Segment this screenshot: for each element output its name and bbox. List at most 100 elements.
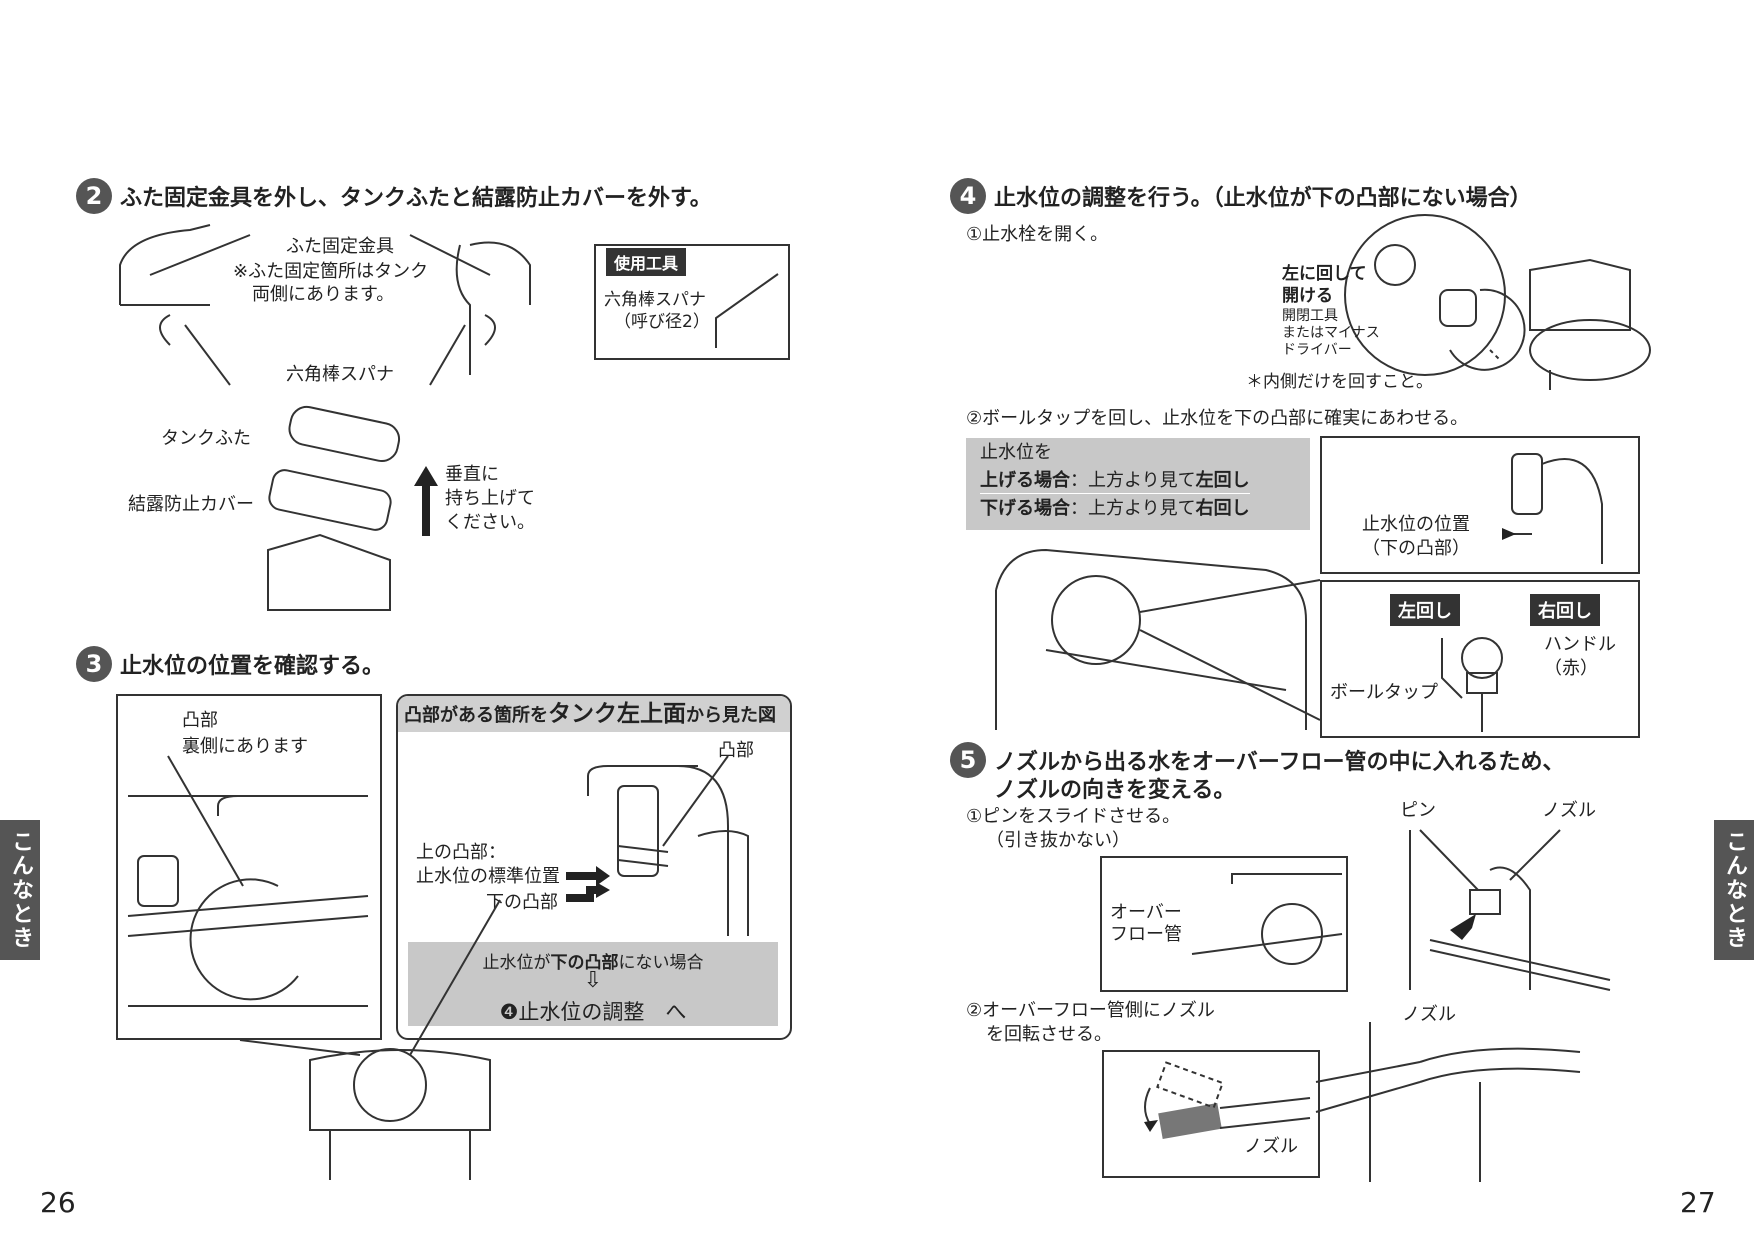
label-nozzle-top: ノズル — [1542, 800, 1596, 821]
up-arrow-icon — [414, 466, 438, 536]
step2-number: 2 — [76, 178, 112, 214]
step5-title-line2: ノズルの向きを変える。 — [994, 778, 1236, 803]
bump-arrows-icon — [566, 866, 610, 902]
label-tool-2: またはマイナス — [1282, 325, 1380, 341]
label-position-2: （下の凸部） — [1362, 538, 1470, 559]
label-ball-tap: ボールタップ — [1330, 682, 1438, 703]
tank-open-illustration — [995, 548, 1321, 730]
view-box-header: 凸部がある箇所をタンク左上面から見た図 — [398, 696, 790, 732]
condition-text-b: 下の凸部 — [550, 953, 619, 973]
ball-tap-closeup-illustration — [587, 755, 749, 936]
handle-illustration — [1441, 637, 1503, 732]
step3-title: 3 止水位の位置を確認する。 — [76, 646, 384, 682]
right-side-tab: こんなときは — [1682, 820, 1754, 960]
lower-case: 下げる場合 — [980, 498, 1070, 519]
go-step-number: ❹ — [499, 1000, 519, 1024]
down-arrow-icon: ⇩ — [583, 968, 603, 993]
top-left-view-box: 凸部がある箇所をタンク左上面から見た図 凸部 上の凸部： 止水位の標準位置 下の… — [396, 694, 792, 1040]
go-to-step4: ❹止水位の調整 へ — [408, 996, 778, 1026]
label-tank-lid: タンクふた — [161, 428, 251, 449]
label-handle: ハンドル — [1544, 634, 1616, 655]
tool-box-title: 使用工具 — [606, 248, 687, 276]
lower-direction: 右回し — [1195, 498, 1250, 519]
step4-sub2: ②ボールタップを回し、止水位を下の凸部に確実にあわせる。 — [966, 408, 1469, 429]
step4-title-text: 止水位の調整を行う。（止水位が下の凸部にない場合） — [994, 186, 1532, 211]
step4-title: 4 止水位の調整を行う。（止水位が下の凸部にない場合） — [950, 178, 1532, 214]
bump-location-box: 凸部 裏側にあります — [116, 694, 382, 1040]
position-closeup-illustration — [1502, 453, 1603, 564]
direction-panel: 止水位を 上げる場合：上方より見て左回し 下げる場合：上方より見て右回し — [966, 438, 1310, 530]
lower-view: ：上方より見て — [1070, 498, 1196, 519]
step3-number: 3 — [76, 646, 112, 682]
label-lid-fixture: ふた固定金具 — [286, 236, 394, 257]
left-side-tab: こんなときは — [0, 820, 40, 960]
label-bump: 凸部 — [182, 710, 218, 731]
raise-direction: 左回し — [1195, 470, 1250, 491]
label-lower-bump: 下の凸部 — [486, 892, 558, 913]
label-nozzle-bottom: ノズル — [1244, 1136, 1298, 1157]
right-page-number: 27 — [1680, 1186, 1716, 1219]
label-overflow-2: フロー管 — [1110, 924, 1182, 945]
lift-instruction-2: 持ち上げて — [445, 488, 535, 509]
tool-box: 使用工具 六角棒スパナ （呼び径2） — [594, 244, 790, 360]
label-tool-1: 開閉工具 — [1282, 308, 1338, 324]
condition-text: 止水位が下の凸部にない場合 — [408, 948, 778, 973]
pin-nozzle-illustration — [1409, 829, 1611, 991]
raise-view: ：上方より見て — [1070, 470, 1196, 491]
label-open: 開ける — [1282, 286, 1333, 306]
overflow-pipe-box: オーバー フロー管 — [1100, 856, 1348, 992]
condition-panel: 止水位が下の凸部にない場合 ⇩ ❹止水位の調整 へ — [408, 942, 778, 1026]
tool-name-1: 六角棒スパナ — [604, 290, 706, 310]
tank-lid-cover-illustration — [267, 405, 401, 611]
view-title-b: タンク左上面 — [548, 701, 686, 727]
step5-sub1b: （引き抜かない） — [986, 830, 1130, 851]
step5-number: 5 — [950, 742, 986, 778]
badge-counterclockwise: 左回し — [1390, 594, 1460, 626]
tool-name-2: （呼び径2） — [614, 312, 710, 332]
view-title-c: から見た図 — [686, 705, 776, 726]
direction-line-1: 止水位を — [980, 442, 1052, 463]
label-fixture-note-2: 両側にあります。 — [252, 284, 395, 305]
raise-case: 上げる場合 — [980, 470, 1070, 491]
label-pin: ピン — [1400, 800, 1436, 821]
step5-sub2a: ②オーバーフロー管側にノズル — [966, 1000, 1215, 1021]
label-hex-wrench: 六角棒スパナ — [286, 364, 394, 385]
label-overflow-1: オーバー — [1110, 902, 1182, 923]
tank-bottom-illustration — [239, 899, 501, 1180]
lift-instruction-1: 垂直に — [445, 464, 499, 485]
valve-closeup-illustration — [1344, 214, 1651, 390]
direction-line-2: 上げる場合：上方より見て左回し — [980, 470, 1250, 494]
step4-sub1: ①止水栓を開く。 — [966, 224, 1109, 245]
label-tool-3: ドライバー — [1282, 342, 1352, 358]
view-title-a: 凸部がある箇所を — [404, 705, 548, 726]
step2-title: 2 ふた固定金具を外し、タンクふたと結露防止カバーを外す。 — [76, 178, 712, 214]
left-page-number: 26 — [40, 1186, 76, 1219]
tank-inside-illustration — [127, 755, 369, 1007]
step2-title-text: ふた固定金具を外し、タンクふたと結露防止カバーを外す。 — [120, 186, 712, 211]
nozzle-rotation-box: ノズル — [1102, 1050, 1320, 1178]
step5-sub2b: を回転させる。 — [986, 1024, 1112, 1045]
handle-rotation-box: 左回し 右回し ハンドル （赤） ボールタップ — [1320, 580, 1640, 738]
condition-text-a: 止水位が — [482, 953, 551, 973]
label-position-1: 止水位の位置 — [1362, 514, 1470, 535]
condition-text-c: にない場合 — [618, 953, 704, 973]
step3-title-text: 止水位の位置を確認する。 — [120, 654, 385, 679]
step5-title-text-1: ノズルから出る水をオーバーフロー管の中に入れるため、 — [994, 750, 1565, 775]
label-fixture-note-1: ※ふた固定箇所はタンク — [233, 261, 429, 282]
label-condensation-cover: 結露防止カバー — [128, 494, 254, 515]
label-upper-bump-1: 上の凸部： — [416, 842, 506, 863]
label-upper-bump-2: 止水位の標準位置 — [416, 866, 560, 887]
label-handle-red: （赤） — [1544, 658, 1598, 679]
label-turn-left: 左に回して — [1282, 264, 1367, 284]
tank-lid-fixture-illustration — [119, 224, 531, 386]
go-step-text: 止水位の調整 へ — [518, 1000, 687, 1024]
step5-sub1a: ①ピンをスライドさせる。 — [966, 806, 1181, 827]
note-inner-only: ＊内側だけを回すこと。 — [1246, 372, 1433, 392]
hex-wrench-icon — [715, 273, 779, 348]
step5-title: 5 ノズルから出る水をオーバーフロー管の中に入れるため、 — [950, 742, 1564, 778]
label-back-side: 裏側にあります — [182, 736, 308, 757]
overflow-illustration — [1191, 873, 1343, 965]
lift-instruction-3: ください。 — [445, 512, 535, 533]
label-nozzle-middle: ノズル — [1402, 1004, 1456, 1025]
water-level-position-box: 止水位の位置 （下の凸部） — [1320, 436, 1640, 574]
